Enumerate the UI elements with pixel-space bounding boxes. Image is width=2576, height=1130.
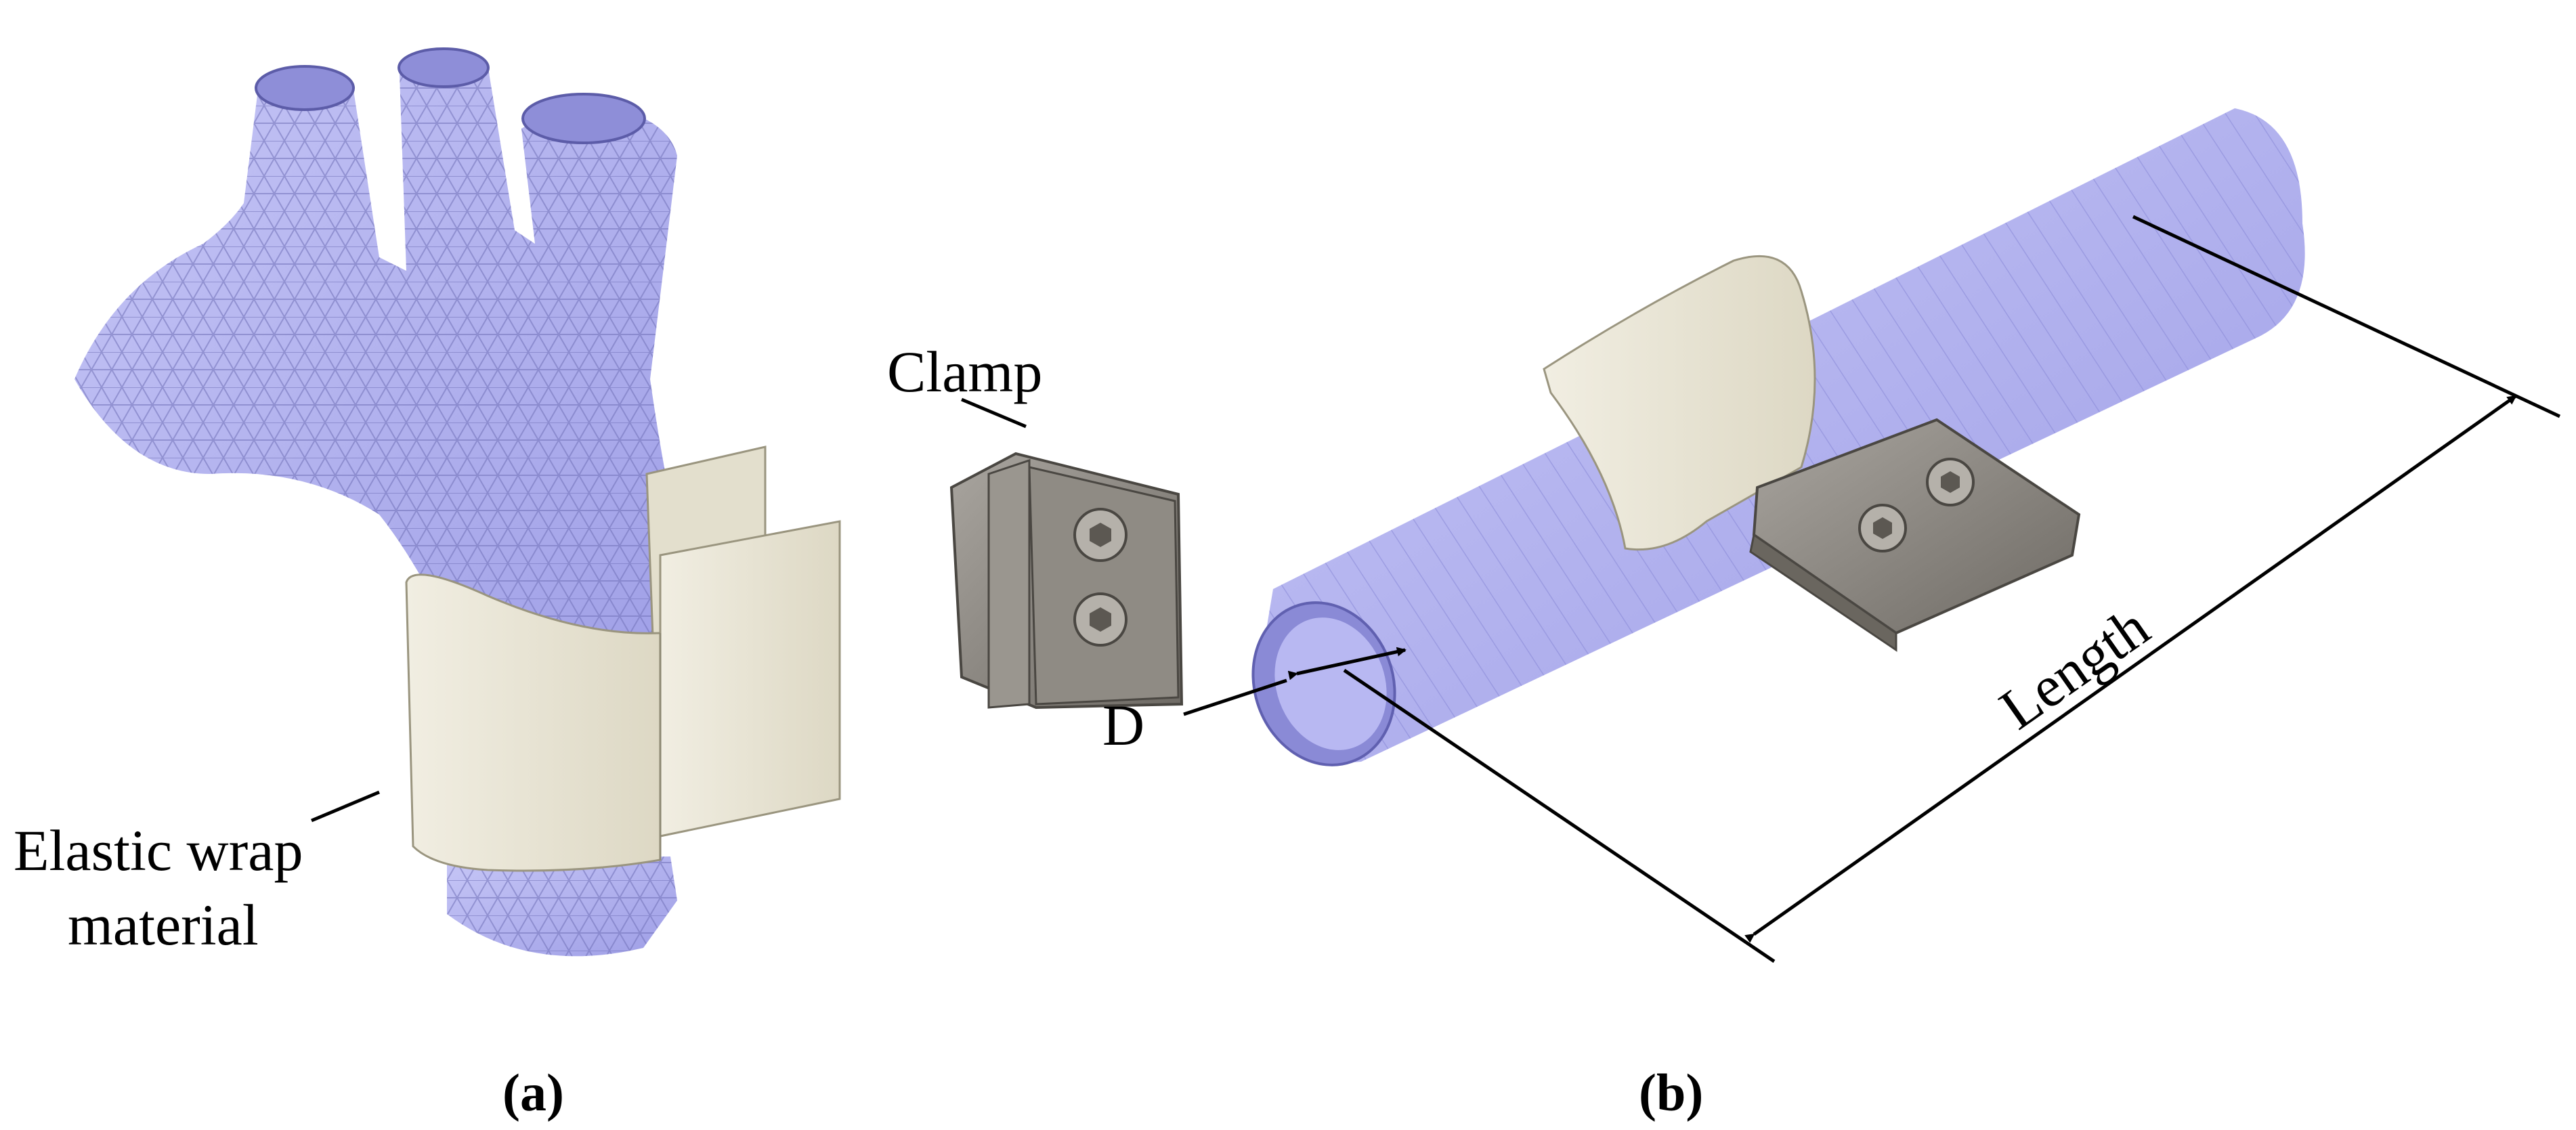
- vessel-bottom-outlet: [447, 856, 677, 957]
- panel-a-label: (a): [502, 1063, 564, 1122]
- diameter-dimension-arrow: [1287, 647, 1407, 680]
- length-dimension-arrow: [1744, 394, 2517, 943]
- panel-b-illustration: [1251, 108, 2305, 766]
- clamp-part: [949, 452, 1184, 710]
- length-label: Length: [1988, 594, 2161, 741]
- wrap-leader-line: [311, 790, 380, 823]
- clamp-leader-line: [961, 397, 1027, 429]
- elastic-wrap-label-line1: Elastic wrap: [14, 818, 303, 883]
- annotation-lines: [311, 215, 2561, 963]
- branched-vessel: [74, 47, 683, 718]
- diameter-label: D: [1102, 693, 1144, 758]
- length-extension-line-top: [2132, 215, 2561, 418]
- elastic-wrap: [405, 446, 841, 872]
- panel-b-label: (b): [1639, 1063, 1703, 1122]
- length-extension-line-bottom: [1343, 668, 1776, 963]
- elastic-wrap-label-line2: material: [68, 892, 259, 957]
- clamp-label: Clamp: [887, 339, 1042, 404]
- panel-a-illustration: [74, 47, 841, 957]
- diameter-leader-line: [1183, 678, 1287, 716]
